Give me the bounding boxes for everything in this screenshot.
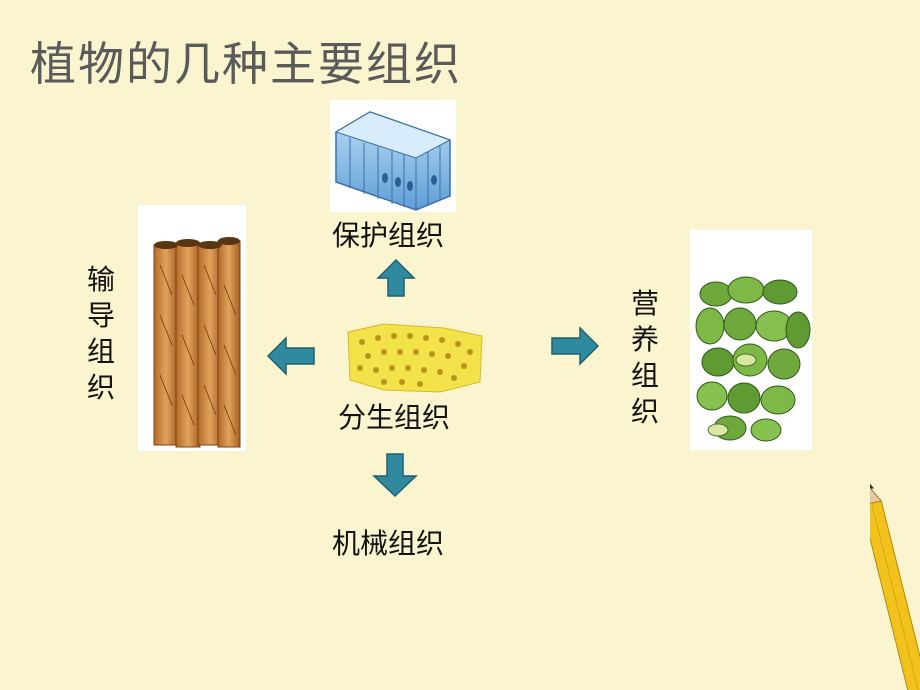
pencil-icon — [870, 480, 920, 690]
protective-tissue-label: 保护组织 — [332, 219, 445, 252]
mechanical-tissue-label: 机械组织 — [332, 527, 445, 560]
conducting-tissue-label: 输导组织 — [86, 263, 115, 404]
arrow-up-icon — [376, 258, 416, 297]
arrow-left-icon — [266, 336, 315, 376]
meristematic-tissue-label: 分生组织 — [338, 401, 451, 434]
arrow-right-icon — [551, 326, 600, 366]
nutritive-tissue-image — [690, 230, 812, 450]
meristematic-tissue-image — [344, 322, 486, 394]
protective-tissue-image — [330, 100, 456, 212]
nutritive-tissue-label: 营养组织 — [630, 287, 659, 428]
conducting-tissue-image — [138, 205, 246, 451]
slide-title: 植物的几种主要组织 — [30, 37, 462, 91]
arrow-down-icon — [372, 453, 418, 498]
